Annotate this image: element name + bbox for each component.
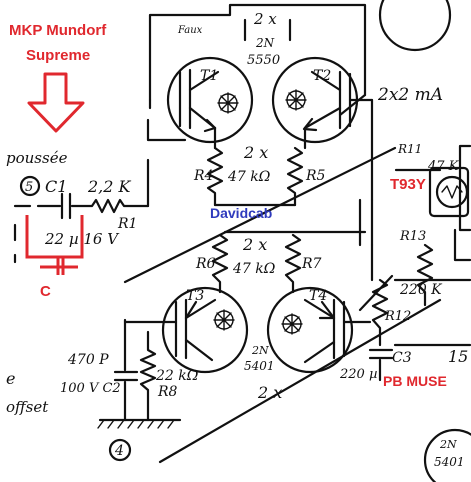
label-node-4: 4 (114, 443, 124, 459)
label-r1: R1 (117, 216, 137, 232)
label-c3: C3 (392, 350, 412, 366)
label-15: 15 (448, 347, 468, 366)
label-t1: T1 (200, 68, 218, 84)
annotation-t93y: T93Y (390, 176, 426, 193)
diagonal-lines (123, 146, 442, 464)
label-bottom-2n: 2N (251, 344, 269, 357)
label-r6: R6 (195, 256, 216, 272)
schematic-labels: Faux 2 x 2N 5550 T1 T2 2x2 mA R4 R5 2 x … (6, 10, 468, 469)
c-bracket (25, 215, 84, 259)
label-right-5401: 5401 (434, 455, 465, 469)
label-c2: 100 V C2 (60, 381, 121, 396)
label-faux: Faux (177, 25, 203, 36)
label-r12: R12 (384, 309, 411, 324)
label-r8: R8 (157, 384, 178, 400)
annotation-mkp-mundorf: MKP Mundorf (9, 22, 107, 39)
label-r4: R4 (193, 168, 213, 184)
transistor-t4 (266, 286, 372, 374)
label-current: 2x2 mA (377, 85, 443, 105)
label-r7: R7 (301, 256, 322, 272)
label-c1-value: 22 µ 16 V (44, 230, 120, 248)
annotation-davidcab: Davidcab (210, 205, 272, 221)
label-top-5550: 5550 (247, 53, 280, 68)
right-section (358, 0, 471, 482)
label-r5: R5 (305, 168, 326, 184)
label-bottom-5401: 5401 (244, 359, 275, 373)
label-r45-value: 47 kΩ (227, 169, 271, 185)
transistor-t2 (271, 56, 374, 150)
label-r1-value: 2,2 K (87, 177, 132, 196)
label-c1: C1 (45, 177, 67, 196)
label-right-2n: 2N (439, 438, 457, 451)
annotation-pb-muse: PB MUSE (383, 373, 447, 389)
annotation-c: C (40, 283, 51, 300)
label-left-e: e (6, 369, 15, 388)
capacitor-icon (52, 258, 66, 275)
top-wiring (148, 3, 367, 117)
label-r67-value: 47 kΩ (232, 261, 276, 277)
center-wiring (146, 118, 374, 247)
label-r11: R11 (397, 142, 422, 156)
label-poussee: poussée (6, 149, 68, 167)
label-t2: T2 (313, 68, 331, 84)
down-arrow-icon (27, 72, 85, 133)
label-r11-value: 47 K (427, 159, 460, 174)
transistor-t1 (166, 56, 254, 150)
label-t3: T3 (186, 288, 204, 304)
annotation-supreme: Supreme (26, 47, 90, 64)
label-r8-value: 22 kΩ (155, 368, 199, 384)
label-r67-2x: 2 x (242, 235, 267, 254)
label-c3-value: 220 µ (339, 367, 377, 382)
label-left-offset: offset (6, 398, 49, 416)
label-node-5: 5 (25, 180, 33, 195)
label-t4: T4 (309, 288, 327, 304)
label-bottom-2x: 2 x (257, 383, 282, 402)
colored-annotations: MKP Mundorf Supreme C Davidcab T93Y PB M… (9, 22, 447, 389)
transistor-t3 (123, 286, 249, 374)
red-markings (25, 72, 85, 275)
label-top-2n: 2N (255, 36, 275, 50)
resistors-r6-r7 (211, 233, 302, 294)
label-r13: R13 (399, 229, 426, 244)
label-r12-value: 220 K (399, 282, 443, 298)
label-r45-2x: 2 x (243, 143, 268, 162)
input-section (13, 158, 150, 264)
c2-r8-section (97, 318, 182, 462)
label-c2-value: 470 P (67, 352, 109, 368)
label-top-2x: 2 x (253, 10, 277, 28)
